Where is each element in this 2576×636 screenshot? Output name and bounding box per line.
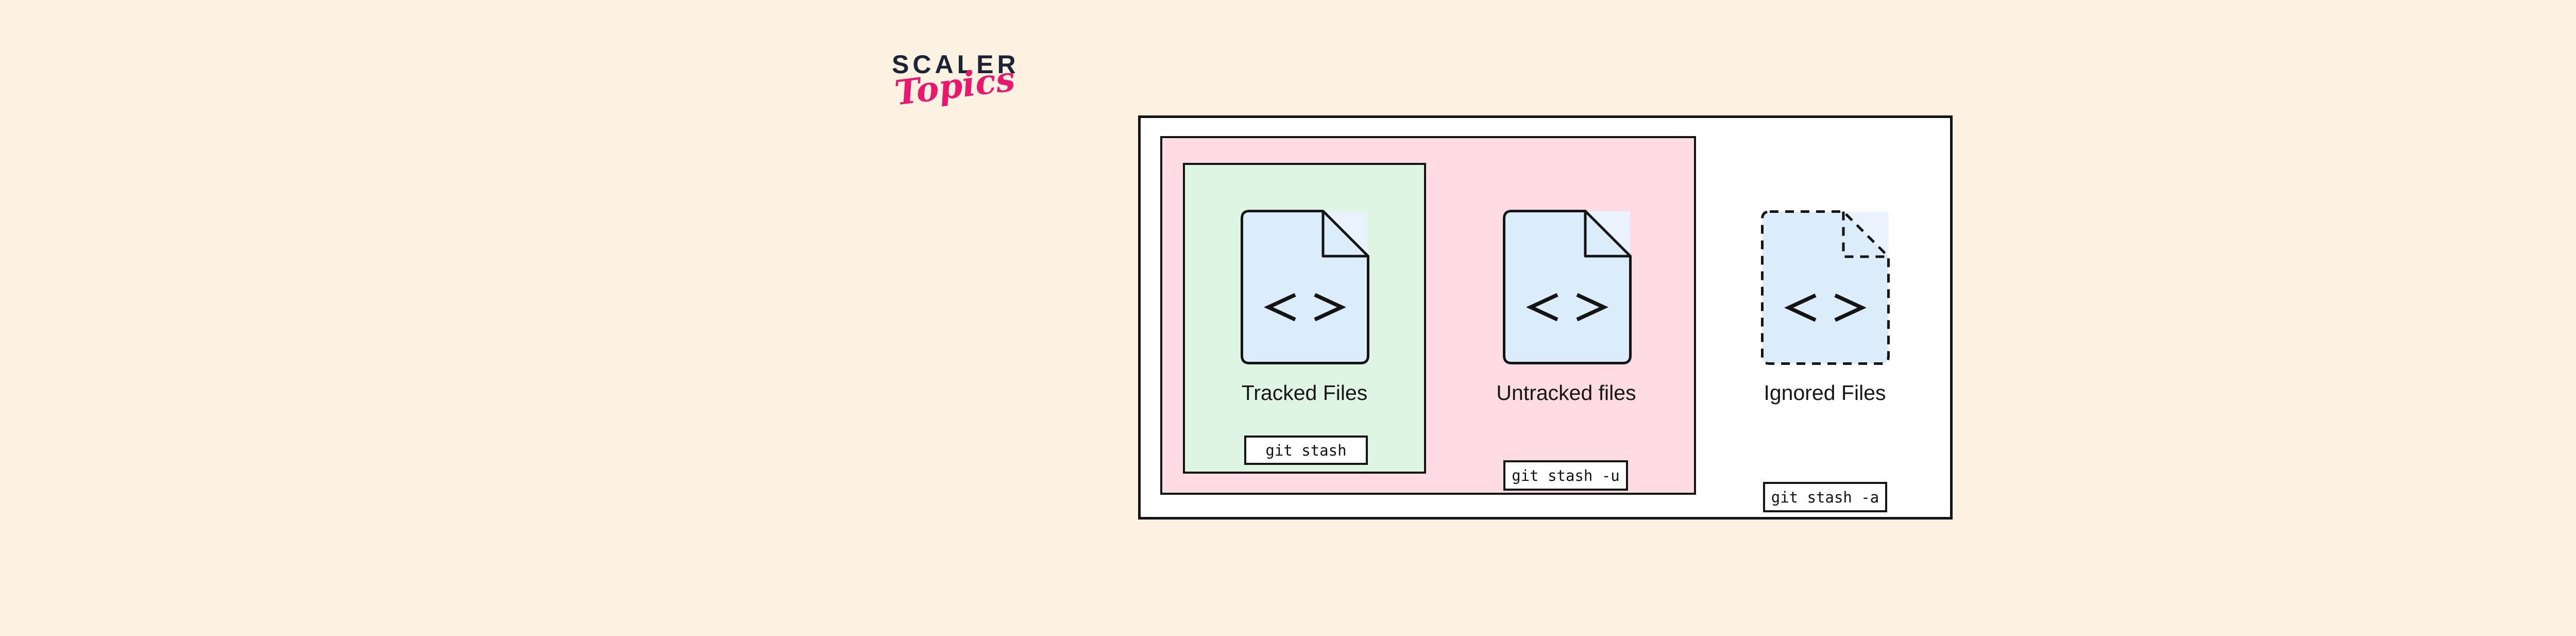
git-stash-a-command-text: git stash -a [1771, 488, 1879, 506]
stash-scope-panel: Tracked Files git stash Untracked files … [1138, 115, 1953, 520]
code-file-icon [1503, 210, 1632, 364]
untracked-files-label: Untracked files [1496, 381, 1636, 405]
git-stash-command-box: git stash [1244, 436, 1368, 465]
code-file-icon [1241, 210, 1369, 364]
scaler-topics-logo: SCALER Topics [892, 49, 1036, 113]
ignored-files-label: Ignored Files [1764, 381, 1886, 405]
code-file-dashed-icon [1761, 210, 1890, 365]
git-stash-u-command-text: git stash -u [1512, 466, 1620, 484]
git-stash-u-command-box: git stash -u [1503, 460, 1628, 491]
logo-brand-text: SCALER [892, 50, 1020, 79]
git-stash-command-text: git stash [1265, 441, 1347, 459]
tracked-files-label: Tracked Files [1241, 381, 1368, 405]
git-stash-a-command-box: git stash -a [1763, 482, 1887, 512]
